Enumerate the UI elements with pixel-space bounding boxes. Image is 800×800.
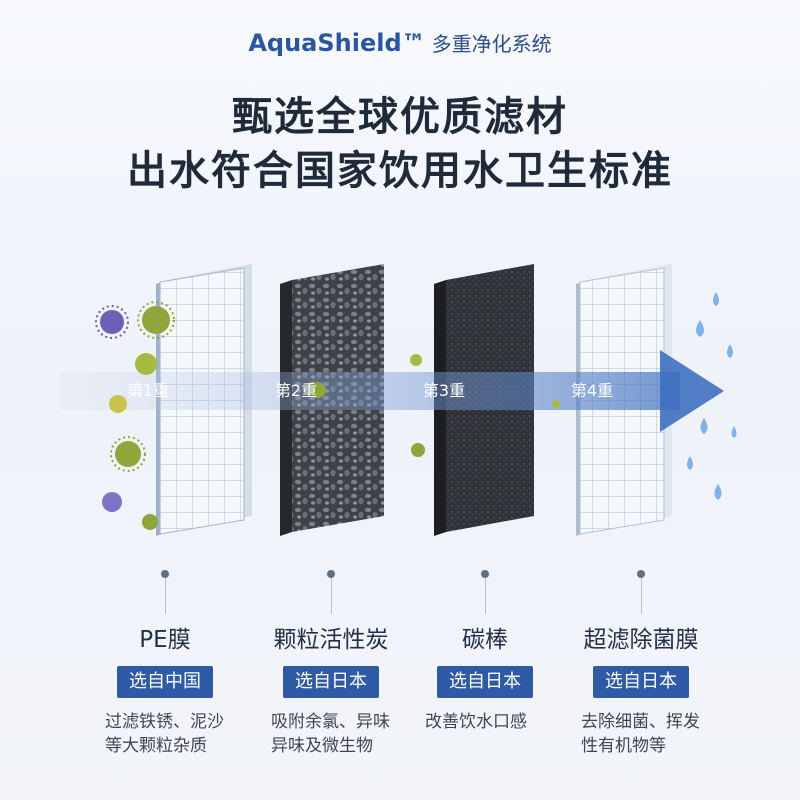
layer-tag-2: 第2重 <box>274 381 318 400</box>
origin-badge: 选自中国 <box>117 666 213 698</box>
material-description: 去除细菌、挥发性有机物等 <box>581 712 700 756</box>
layer-tag-4: 第4重 <box>570 381 614 400</box>
origin-badge: 选自日本 <box>593 666 689 698</box>
filter-illustration <box>60 264 737 536</box>
connector-dot <box>481 570 489 578</box>
connector-dot <box>327 570 335 578</box>
material-name: 颗粒活性炭 <box>273 627 389 653</box>
connector-dot <box>161 570 169 578</box>
connector-line <box>330 578 332 614</box>
connector-dot <box>637 570 645 578</box>
bacteria-icon <box>95 301 560 530</box>
connector-line <box>640 578 642 614</box>
layer-column-3: 碳棒 选自日本 改善饮水口感 <box>400 560 570 734</box>
material-name: PE膜 <box>139 627 191 653</box>
connector-line <box>164 578 166 614</box>
flow-arrow <box>60 350 724 432</box>
layer-tag-1: 第1重 <box>126 381 170 400</box>
material-name: 超滤除菌膜 <box>583 627 699 653</box>
origin-badge: 选自日本 <box>283 666 379 698</box>
headline-primary: 甄选全球优质滤材 <box>232 94 568 140</box>
brand-name: AquaShield™ <box>248 29 426 57</box>
connector-line <box>484 578 486 614</box>
material-name: 碳棒 <box>462 627 508 653</box>
material-description: 过滤铁锈、泥沙等大颗粒杂质 <box>105 712 224 756</box>
arrow-right-icon <box>660 350 724 432</box>
layer-tag-3: 第3重 <box>422 381 466 400</box>
headline-secondary: 出水符合国家饮用水卫生标准 <box>127 148 673 194</box>
layer-column-4: 超滤除菌膜 选自日本 去除细菌、挥发性有机物等 <box>556 560 726 758</box>
layer-column-2: 颗粒活性炭 选自日本 吸附余氯、异味异味及微生物 <box>246 560 416 758</box>
origin-badge: 选自日本 <box>437 666 533 698</box>
water-droplet-icon <box>687 292 737 500</box>
brand-subtitle: 多重净化系统 <box>431 32 552 56</box>
material-description: 改善饮水口感 <box>425 712 527 732</box>
filter-scene: 第1重 第2重 第3重 第4重 <box>0 240 800 570</box>
layer-column-1: PE膜 选自中国 过滤铁锈、泥沙等大颗粒杂质 <box>80 560 250 758</box>
material-description: 吸附余氯、异味异味及微生物 <box>271 712 390 756</box>
